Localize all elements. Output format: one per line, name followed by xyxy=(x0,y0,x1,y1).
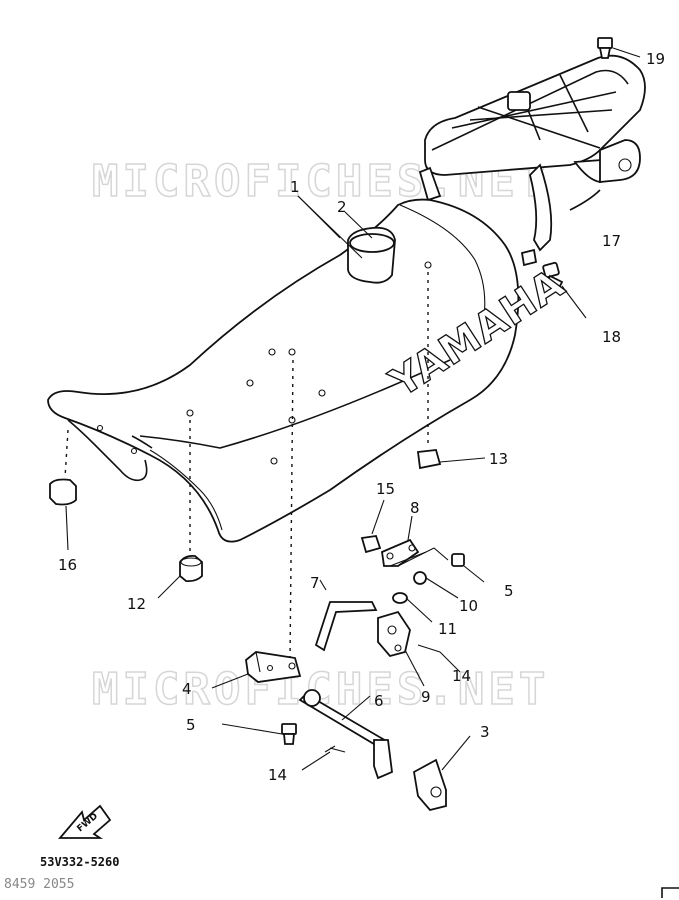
pin-14-right xyxy=(417,644,441,653)
callout-3: 3 xyxy=(480,723,490,741)
bracket-3 xyxy=(413,735,471,812)
plate-8 xyxy=(381,515,449,567)
callout-7: 7 xyxy=(310,574,320,592)
diagram-code-secondary: 8459 2055 xyxy=(4,877,74,892)
corner-mark xyxy=(661,887,679,898)
rod-7 xyxy=(314,579,378,652)
callout-17: 17 xyxy=(602,232,621,250)
lock-rod-6 xyxy=(298,689,393,780)
collar-11 xyxy=(392,592,433,623)
diagram-code: 53V332-5260 xyxy=(40,855,119,869)
callout-9: 9 xyxy=(421,688,431,706)
seat: YAMAHA xyxy=(47,198,574,543)
callout-4: 4 xyxy=(182,680,192,698)
callout-8: 8 xyxy=(410,499,420,517)
callout-18: 18 xyxy=(602,328,621,346)
callout-14-right: 14 xyxy=(452,667,471,685)
forward-arrow-icon: FWD xyxy=(58,804,112,839)
callout-2: 2 xyxy=(337,198,347,216)
callout-11: 11 xyxy=(438,620,457,638)
bolt-15 xyxy=(360,499,385,554)
washer-10 xyxy=(413,571,459,599)
callout-15: 15 xyxy=(376,480,395,498)
rear-carrier xyxy=(418,54,646,267)
callout-5-lower: 5 xyxy=(186,716,196,734)
clip-13 xyxy=(416,449,486,470)
dash-line-16 xyxy=(64,429,69,479)
callout-5-upper: 5 xyxy=(504,582,514,600)
callout-1: 1 xyxy=(290,178,300,196)
callout-12: 12 xyxy=(127,595,146,613)
callout-16: 16 xyxy=(58,556,77,574)
bolt-19 xyxy=(597,37,641,59)
callout-6: 6 xyxy=(374,692,384,710)
bolt-18 xyxy=(542,261,587,319)
callout-14-lower: 14 xyxy=(268,766,287,784)
bolt-5-lower xyxy=(221,723,297,745)
callout-10: 10 xyxy=(459,597,478,615)
latch-9 xyxy=(377,610,425,687)
damper-16 xyxy=(49,478,77,551)
bolt-5-upper xyxy=(451,553,485,583)
dash-line-4 xyxy=(289,359,294,661)
damper-12 xyxy=(157,554,203,599)
bracket-4 xyxy=(211,651,302,689)
callout-19: 19 xyxy=(646,50,665,68)
callout-13: 13 xyxy=(489,450,508,468)
pin-14-lower xyxy=(324,745,336,753)
leader-2 xyxy=(344,211,373,239)
